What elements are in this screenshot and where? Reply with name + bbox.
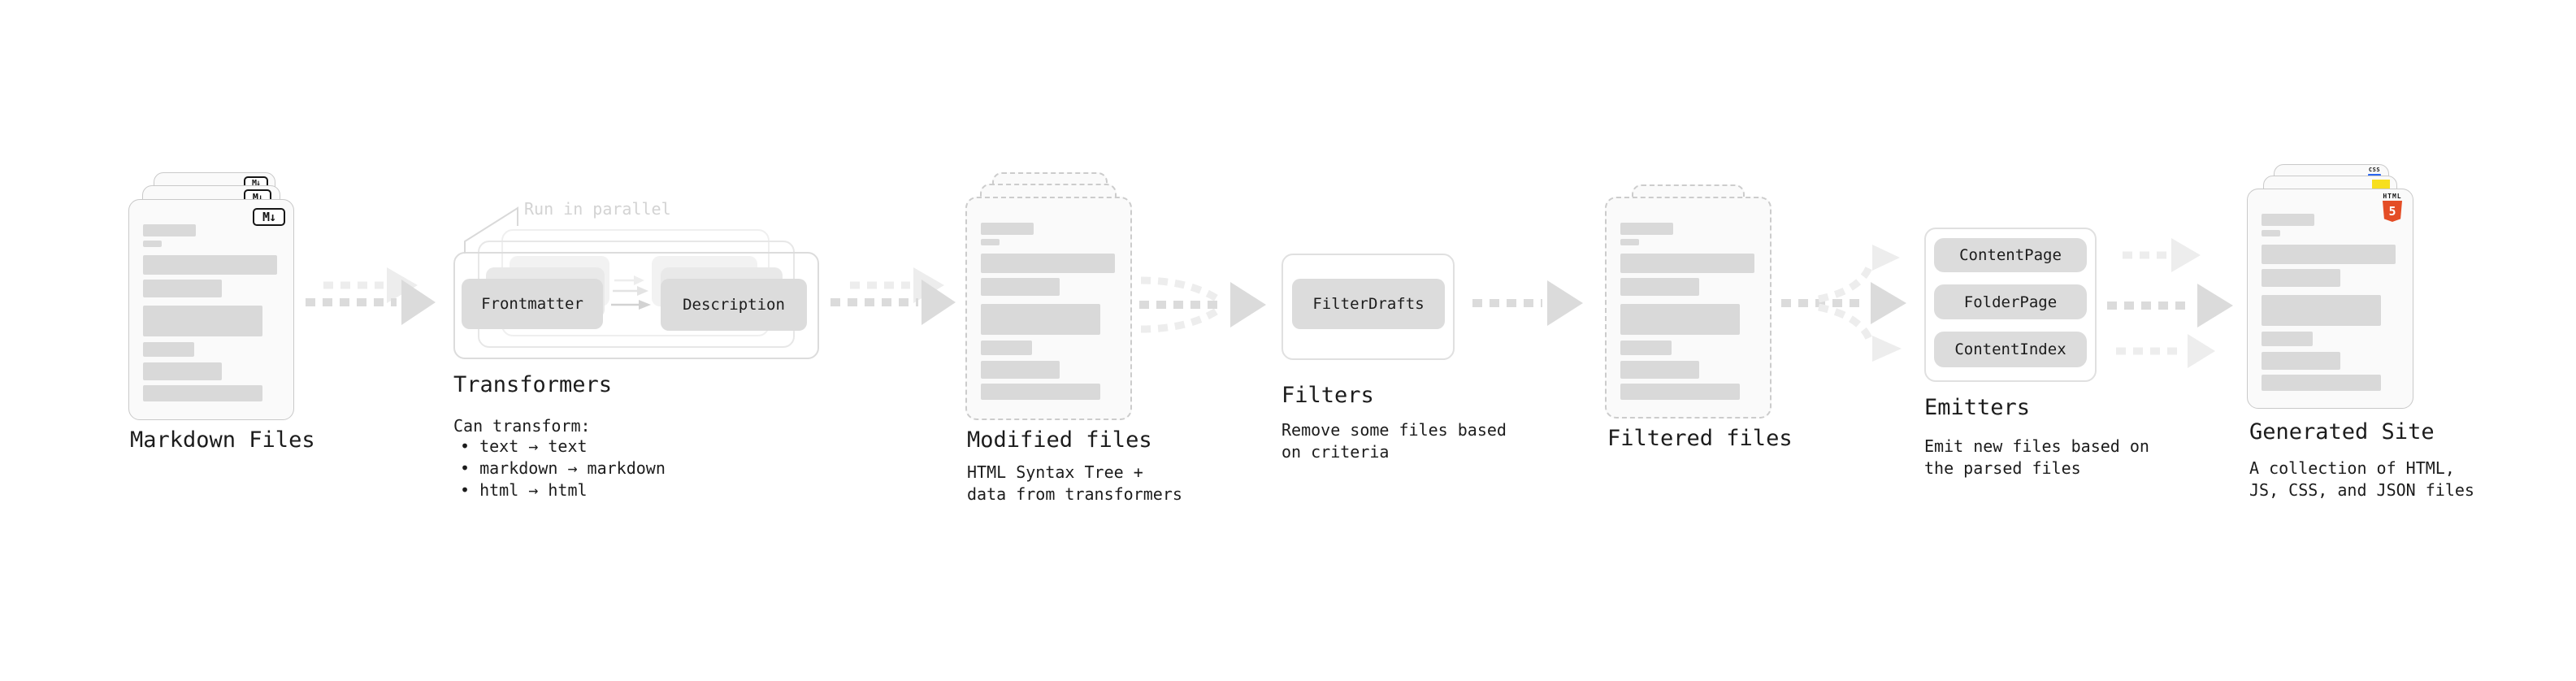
placeholder-bar [981,361,1060,379]
transformers-title: Transformers [453,372,613,397]
placeholder-bar [143,241,162,247]
markdown-icon-label: M↓ [262,210,276,224]
arrow-markdown-to-transformers [306,267,436,325]
placeholder-bar [2262,230,2280,236]
placeholder-bar [1620,223,1673,235]
frontmatter-pill: Frontmatter [462,279,603,329]
placeholder-bar [2262,352,2340,370]
placeholder-bar [143,306,262,336]
arrow-transformers-to-modified [830,267,956,325]
contentpage-pill: ContentPage [1934,238,2087,272]
placeholder-bar [2262,375,2381,391]
placeholder-bar [981,340,1032,355]
transform-bullet: text → text [460,436,666,458]
placeholder-bar [1620,239,1639,245]
arrow-emitters-to-generated [2107,238,2233,368]
generated-site-title: Generated Site [2249,419,2435,445]
filters-subtitle: Remove some files based on criteria [1281,420,1507,462]
arrow-modified-to-filters [1139,276,1266,333]
contentindex-pill: ContentIndex [1934,332,2087,367]
placeholder-bar [981,254,1115,273]
markdown-icon-label: M↓ [251,178,261,188]
placeholder-bar [1620,254,1754,273]
placeholder-bar [1620,304,1740,335]
placeholder-bar [2262,295,2381,326]
html5-wordmark: HTML [2383,193,2402,200]
placeholder-bar [2262,245,2396,264]
placeholder-bar [2262,269,2340,287]
javascript-icon [2372,180,2390,191]
markdown-file-doc-front: M↓ [128,199,294,420]
html5-icon: HTML 5 [2382,193,2403,222]
placeholder-bar [143,385,262,401]
placeholder-bar [981,239,1000,245]
html5-numeral: 5 [2388,204,2396,219]
generated-doc-html: HTML 5 [2247,189,2413,409]
placeholder-bar [1620,361,1699,379]
transformers-note: Can transform: [453,416,591,436]
modified-files-subtitle: HTML Syntax Tree + data from transformer… [967,462,1182,504]
placeholder-bar [143,342,194,357]
markdown-icon: M↓ [253,208,285,226]
transformers-bullets: text → text markdown → markdown html → h… [460,436,666,501]
placeholder-bar [143,224,196,236]
placeholder-bar [1620,340,1672,355]
placeholder-bar [981,278,1060,296]
filtered-file-doc-front [1605,197,1772,419]
css-icon: CSS [2368,167,2381,176]
placeholder-bar [2262,214,2314,226]
transform-bullet: html → html [460,479,666,501]
transformer-card-front [453,252,819,359]
placeholder-bar [143,255,277,275]
emitters-title: Emitters [1924,395,2031,420]
placeholder-bar [981,304,1100,335]
placeholder-bar [2262,332,2313,346]
placeholder-bar [981,384,1100,400]
arrow-filters-to-filtered [1472,280,1583,326]
html5-shield: 5 [2383,201,2402,222]
emitters-card [1924,228,2097,382]
emitters-subtitle: Emit new files based on the parsed files [1924,436,2149,478]
modified-files-title: Modified files [967,427,1152,453]
filters-card [1281,254,1455,360]
arrow-filtered-to-emitters [1781,245,1906,362]
transform-bullet: markdown → markdown [460,458,666,479]
placeholder-bar [1620,384,1740,400]
placeholder-bar [143,280,222,297]
run-in-parallel-annotation: Run in parallel [524,199,671,219]
css-icon-label: CSS [2368,167,2381,173]
markdown-files-title: Markdown Files [130,427,315,453]
filterdrafts-pill: FilterDrafts [1292,279,1445,329]
description-pill: Description [661,279,807,331]
filters-title: Filters [1281,383,1374,408]
placeholder-bar [1620,278,1699,296]
modified-file-doc-front [965,197,1132,420]
placeholder-bar [143,362,222,380]
css-icon-underline [2368,174,2381,176]
generated-site-subtitle: A collection of HTML, JS, CSS, and JSON … [2249,458,2474,500]
filtered-files-title: Filtered files [1607,426,1793,451]
folderpage-pill: FolderPage [1934,284,2087,319]
placeholder-bar [981,223,1034,235]
